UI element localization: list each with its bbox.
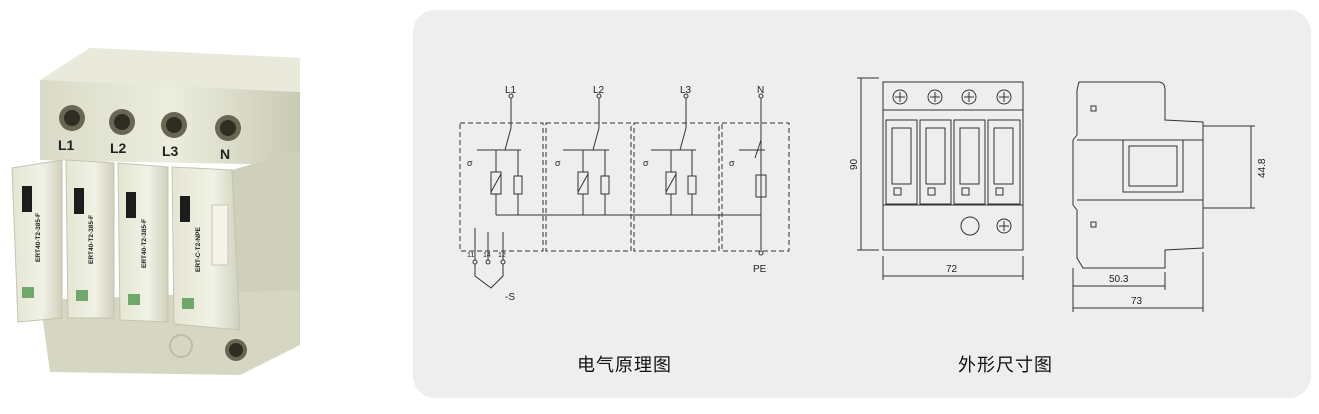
thermal-symbol-2: σ: [555, 158, 561, 168]
dim-height: 90: [849, 158, 860, 170]
module-3-brand: Eurotest: [130, 195, 136, 218]
module-4-brand: Eurotest: [184, 199, 190, 222]
module-4-model: ERT-C-T2-NPE: [195, 227, 202, 272]
product-photo: L1 L2 L3 N Eurotest ERT40-T2-385-F Eurot…: [0, 0, 400, 410]
module-2-model: ERT40-T2-385-F: [88, 215, 95, 264]
terminal-label-l1: L1: [58, 137, 75, 153]
module-1: Eurotest ERT40-T2-385-F: [11, 159, 63, 323]
schematic-label-n: N: [757, 85, 764, 96]
schematic-caption: 电气原理图: [577, 355, 672, 376]
side-view: [1072, 81, 1255, 312]
module-3-model: ERT40-T2-385-F: [141, 219, 148, 268]
schematic-label-pe: PE: [753, 264, 767, 275]
surge-protector-illustration: L1 L2 L3 N Eurotest ERT40-T2-385-F Eurot…: [11, 48, 300, 375]
electrical-schematic: [459, 93, 790, 289]
dim-depth-inner: 50.3: [1109, 274, 1129, 285]
module-1-brand: Eurotest: [26, 189, 32, 212]
contact-label-12: 12: [498, 252, 506, 259]
terminal-label-l2: L2: [110, 140, 127, 156]
switch-label: -S: [505, 292, 515, 303]
thermal-symbol-1: σ: [467, 158, 473, 168]
dimensions-caption: 外形尺寸图: [958, 355, 1053, 376]
module-1-model: ERT40-T2-385-F: [35, 213, 42, 262]
dim-window-height: 44.8: [1257, 158, 1268, 178]
terminal-label-n: N: [220, 146, 230, 162]
drawings-panel: L1 L2 L3 N PE σ σ σ σ 11 14 12 -S: [413, 10, 1311, 398]
schematic-label-l1: L1: [505, 85, 517, 96]
dim-width: 72: [946, 264, 958, 275]
module-4: Eurotest ERT-C-T2-NPE: [171, 166, 241, 331]
module-2: Eurotest ERT40-T2-385-F: [65, 159, 115, 319]
contact-label-14: 14: [483, 252, 491, 259]
front-view: [857, 77, 1024, 280]
dim-depth-outer: 73: [1131, 296, 1143, 307]
technical-drawings: L1 L2 L3 N PE σ σ σ σ 11 14 12 -S: [459, 77, 1268, 312]
terminal-screws: [59, 105, 241, 141]
contact-label-11: 11: [467, 252, 474, 259]
module-3: Eurotest ERT40-T2-385-F: [117, 162, 169, 323]
thermal-symbol-3: σ: [643, 158, 649, 168]
schematic-label-l3: L3: [680, 85, 692, 96]
thermal-symbol-4: σ: [729, 158, 735, 168]
terminal-label-l3: L3: [162, 143, 179, 159]
schematic-label-l2: L2: [593, 85, 605, 96]
module-2-brand: Eurotest: [78, 191, 84, 214]
